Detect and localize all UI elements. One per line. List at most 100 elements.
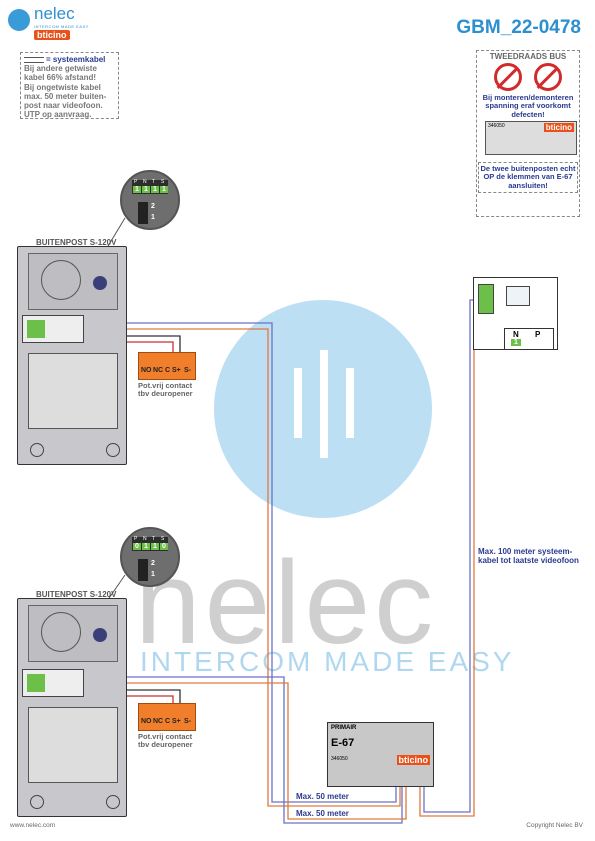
e67-primair: PRIMAIR xyxy=(331,725,357,731)
relay-label-2-line1: Pot.vrij contact xyxy=(138,732,193,741)
logo-tagline: INTERCOM MADE EASY xyxy=(34,24,89,29)
relay-term-nc: NC xyxy=(153,367,164,374)
dip-label-p: P xyxy=(134,536,138,542)
jumper-icon xyxy=(138,559,148,581)
document-code: GBM_22-0478 xyxy=(456,17,581,38)
screw-icon xyxy=(30,443,44,457)
dip-value-p: 0 xyxy=(133,543,141,550)
relay-term-c: C xyxy=(165,718,171,725)
terminal-block xyxy=(22,315,84,343)
screw-icon xyxy=(106,443,120,457)
jumper-icon xyxy=(138,202,148,224)
terminal-warning: De twee buitenposten echt OP de klemmen … xyxy=(478,162,578,193)
bus-module: 346050 bticino xyxy=(485,121,577,155)
dip-value-n: 1 xyxy=(142,186,150,193)
relay-term-no: NO xyxy=(141,718,152,725)
outdoor-station-1-title: BUITENPOST S-120V xyxy=(36,238,117,247)
camera-lens-icon xyxy=(93,276,107,290)
speaker-icon xyxy=(41,260,81,300)
speaker-icon xyxy=(41,612,81,652)
green-terminal-icon xyxy=(27,320,45,338)
videophone-label-p: P xyxy=(535,330,541,339)
max-100-line1: Max. 100 meter systeem- xyxy=(478,547,573,556)
outdoor-station-2-title: BUITENPOST S-120V xyxy=(36,590,117,599)
footer-copyright: Copyright Nelec BV xyxy=(526,822,583,829)
e67-title: E-67 xyxy=(331,737,355,749)
dip-value-t: 1 xyxy=(151,543,159,550)
dip-value-s: 0 xyxy=(160,543,168,550)
dip-label-t: T xyxy=(152,536,156,542)
max-50-label-a: Max. 50 meter xyxy=(296,792,349,801)
jumper-label-1: 1 xyxy=(151,571,155,578)
videophone-jumper-block: N P 1 xyxy=(504,328,554,350)
nelec-logo-icon xyxy=(8,9,30,31)
dip-switch-block xyxy=(132,180,168,194)
logo-text: nelec xyxy=(34,4,75,23)
relay-label-2: Pot.vrij contact tbv deuropener xyxy=(138,732,193,750)
nameplate-frame xyxy=(28,707,118,783)
watermark-word: nelec xyxy=(135,537,438,669)
dip-switch-zoom-2: P N T S 0 1 1 0 2 1 xyxy=(120,527,180,587)
videophone-screen-icon xyxy=(506,286,530,306)
relay-term-c: C xyxy=(165,367,171,374)
camera-module-icon xyxy=(28,253,118,310)
terminal-block xyxy=(22,669,84,697)
dip-switch-zoom-1: P N T S 1 1 1 1 2 1 xyxy=(120,170,180,230)
outdoor-station-2 xyxy=(17,598,127,817)
videophone: N P 1 xyxy=(473,277,558,350)
no-voltage-icon xyxy=(534,63,562,91)
dip-label-n: N xyxy=(143,179,147,185)
relay-label-1-line1: Pot.vrij contact xyxy=(138,381,193,390)
watermark-tagline: INTERCOM MADE EASY xyxy=(140,646,515,677)
green-terminal-icon xyxy=(27,674,45,692)
e67-brand: bticino xyxy=(396,755,430,765)
relay-term-splus: S+ xyxy=(172,367,181,374)
two-wire-bus-box xyxy=(476,50,580,217)
max-50-label-b: Max. 50 meter xyxy=(296,809,349,818)
jumper-label-1: 1 xyxy=(151,214,155,221)
relay-module-1: NO NC C S+ S- xyxy=(138,352,196,380)
screw-icon xyxy=(30,795,44,809)
nameplate-frame xyxy=(28,353,118,429)
note-line-2: Bij andere getwiste kabel 66% afstand! xyxy=(24,64,97,83)
relay-label-2-line2: tbv deuropener xyxy=(138,740,193,750)
relay-module-2: NO NC C S+ S- xyxy=(138,703,196,731)
no-plug-icon xyxy=(494,63,522,91)
bus-title: TWEEDRAADS BUS xyxy=(489,52,567,61)
bticino-logo: bticino xyxy=(34,30,70,40)
videophone-label-n: N xyxy=(513,330,519,339)
jumper-label-2: 2 xyxy=(151,203,155,210)
max-100-label: Max. 100 meter systeem- kabel tot laatst… xyxy=(478,547,579,565)
videophone-terminal-icon xyxy=(478,284,494,314)
power-off-warning: Bij monteren/demonteren spanning eraf vo… xyxy=(482,93,574,119)
dip-switch-block xyxy=(132,537,168,551)
cable-note: = systeemkabel Bij andere getwiste kabel… xyxy=(20,52,119,119)
relay-term-smin: S- xyxy=(184,367,191,374)
dip-value-p: 1 xyxy=(133,186,141,193)
note-line-1: = systeemkabel xyxy=(46,55,106,64)
dip-label-t: T xyxy=(152,179,156,185)
dip-value-s: 1 xyxy=(160,186,168,193)
dip-value-t: 1 xyxy=(151,186,159,193)
relay-label-1-line2: tbv deuropener xyxy=(138,389,193,399)
dip-value-n: 1 xyxy=(142,543,150,550)
e67-code: 346050 xyxy=(331,756,348,762)
bus-module-brand: bticino xyxy=(543,123,574,132)
max-100-line2: kabel tot laatste videofoon xyxy=(478,556,579,565)
relay-label-1: Pot.vrij contact tbv deuropener xyxy=(138,381,193,399)
screw-icon xyxy=(106,795,120,809)
system-cable-symbol-icon xyxy=(24,56,44,63)
dip-label-s: S xyxy=(161,179,165,185)
videophone-value: 1 xyxy=(511,339,521,346)
jumper-label-2: 2 xyxy=(151,560,155,567)
camera-module-icon xyxy=(28,605,118,662)
relay-term-splus: S+ xyxy=(172,718,181,725)
note-line-4: UTP op aanvraag. xyxy=(24,110,92,120)
outdoor-station-1 xyxy=(17,246,127,465)
camera-lens-icon xyxy=(93,628,107,642)
footer-website: www.nelec.com xyxy=(10,822,56,829)
e67-power-supply: PRIMAIR E-67 346050 bticino xyxy=(327,722,434,787)
dip-label-p: P xyxy=(134,179,138,185)
dip-label-s: S xyxy=(161,536,165,542)
